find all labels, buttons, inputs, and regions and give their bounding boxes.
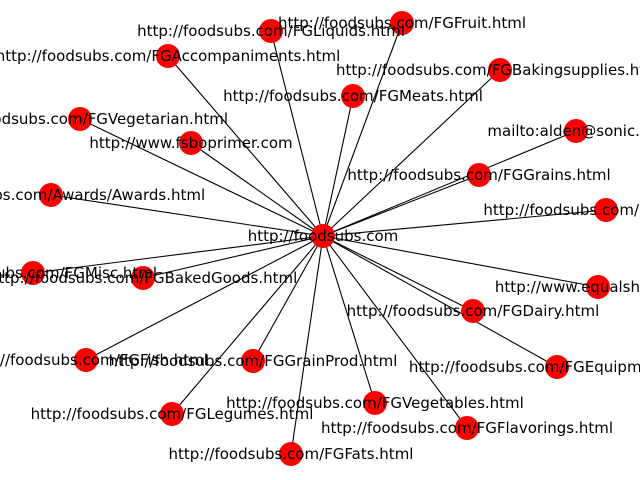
node-misc[interactable] (21, 261, 45, 285)
node-label-veget: http://foodsubs.com/FGVegetables.html (226, 394, 524, 412)
node-accomp[interactable] (156, 44, 180, 68)
node-label-fats: http://foodsubs.com/FGFats.html (169, 445, 414, 463)
edge-hub-photo (322, 209, 607, 237)
edge-hub-fsbo (190, 142, 324, 237)
edge-hub-equalsh (322, 235, 599, 288)
node-label-baking: http://foodsubs.com/FGBakingsupplies.htm… (336, 61, 640, 79)
node-hub[interactable] (311, 224, 335, 248)
node-label-fsbo: http://www.fsboprimer.com (89, 134, 292, 152)
node-label-hub: http://foodsubs.com (248, 227, 399, 245)
edge-hub-dairy (322, 235, 474, 312)
edge-hub-equip (322, 235, 558, 368)
node-label-dairy: http://foodsubs.com/FGDairy.html (347, 302, 600, 320)
node-grainp[interactable] (241, 349, 265, 373)
node-label-legumes: http://foodsubs.com/FGLegumes.html (31, 405, 314, 423)
edge-hub-meats (322, 95, 354, 237)
node-mailto[interactable] (564, 119, 588, 143)
edges-layer (32, 22, 607, 455)
edge-hub-accomp (167, 55, 324, 237)
node-label-mailto: mailto:alden@sonic.net (487, 122, 640, 140)
edge-hub-fruit (322, 22, 403, 237)
node-fruit[interactable] (390, 11, 414, 35)
edge-hub-veget (322, 235, 376, 404)
node-label-fruit: http://foodsubs.com/FGFruit.html (278, 14, 526, 32)
edge-hub-liquids (270, 30, 324, 237)
edge-hub-misc (32, 235, 324, 274)
node-label-fish: http://foodsubs.com/FGFish.html (0, 351, 208, 369)
node-meats[interactable] (341, 84, 365, 108)
labels-layer: http://foodsubs.com http://foodsubs.com/F… (0, 14, 640, 463)
node-label-equalsh: http://www.equalshare.com (495, 278, 640, 296)
nodes-layer (21, 11, 618, 466)
node-fsbo[interactable] (179, 131, 203, 155)
node-fats[interactable] (279, 442, 303, 466)
node-label-veg: http://foodsubs.com/FGVegetarian.html (0, 110, 228, 128)
edge-hub-legumes (171, 235, 324, 415)
node-liquids[interactable] (259, 19, 283, 43)
node-equip[interactable] (545, 355, 569, 379)
node-photo[interactable] (594, 198, 618, 222)
edge-hub-awards (50, 194, 324, 237)
node-label-meats: http://foodsubs.com/FGMeats.html (223, 87, 483, 105)
edge-hub-veg (79, 118, 324, 237)
node-awards[interactable] (39, 183, 63, 207)
edge-hub-flav (322, 235, 468, 429)
edge-hub-fish (85, 235, 324, 361)
node-label-equip: http://foodsubs.com/FGEquipment.html (409, 358, 640, 376)
node-label-accomp: http://foodsubs.com/FGAccompaniments.htm… (0, 47, 340, 65)
edge-hub-fats (290, 235, 324, 455)
node-veg[interactable] (68, 107, 92, 131)
node-baked[interactable] (131, 266, 155, 290)
node-equalsh[interactable] (586, 275, 610, 299)
node-label-flav: http://foodsubs.com/FGFlavorings.html (321, 419, 613, 437)
node-label-baked: http://foodsubs.com/FGBakedGoods.html (0, 269, 297, 287)
edge-hub-mailto (322, 130, 577, 237)
node-fish[interactable] (74, 348, 98, 372)
edge-hub-baking (322, 69, 501, 237)
node-legumes[interactable] (160, 402, 184, 426)
node-grains[interactable] (467, 163, 491, 187)
node-label-liquids: http://foodsubs.com/FGLiquids.html (137, 22, 405, 40)
edge-hub-grains (322, 174, 480, 237)
node-label-photo: http://foodsubs.com/Photos.html (483, 201, 640, 219)
node-label-awards: http://foodsubs.com/Awards/Awards.html (0, 186, 205, 204)
node-dairy[interactable] (461, 299, 485, 323)
node-veget[interactable] (363, 391, 387, 415)
edge-hub-grainp (252, 235, 324, 362)
edge-hub-baked (142, 235, 324, 279)
node-flav[interactable] (455, 416, 479, 440)
node-label-grains: http://foodsubs.com/FGGrains.html (347, 166, 610, 184)
node-label-misc: http://foodsubs.com/FGMisc.html (0, 264, 157, 282)
node-label-grainp: http://foodsubs.com/FGGrainProd.html (109, 352, 398, 370)
node-baking[interactable] (488, 58, 512, 82)
